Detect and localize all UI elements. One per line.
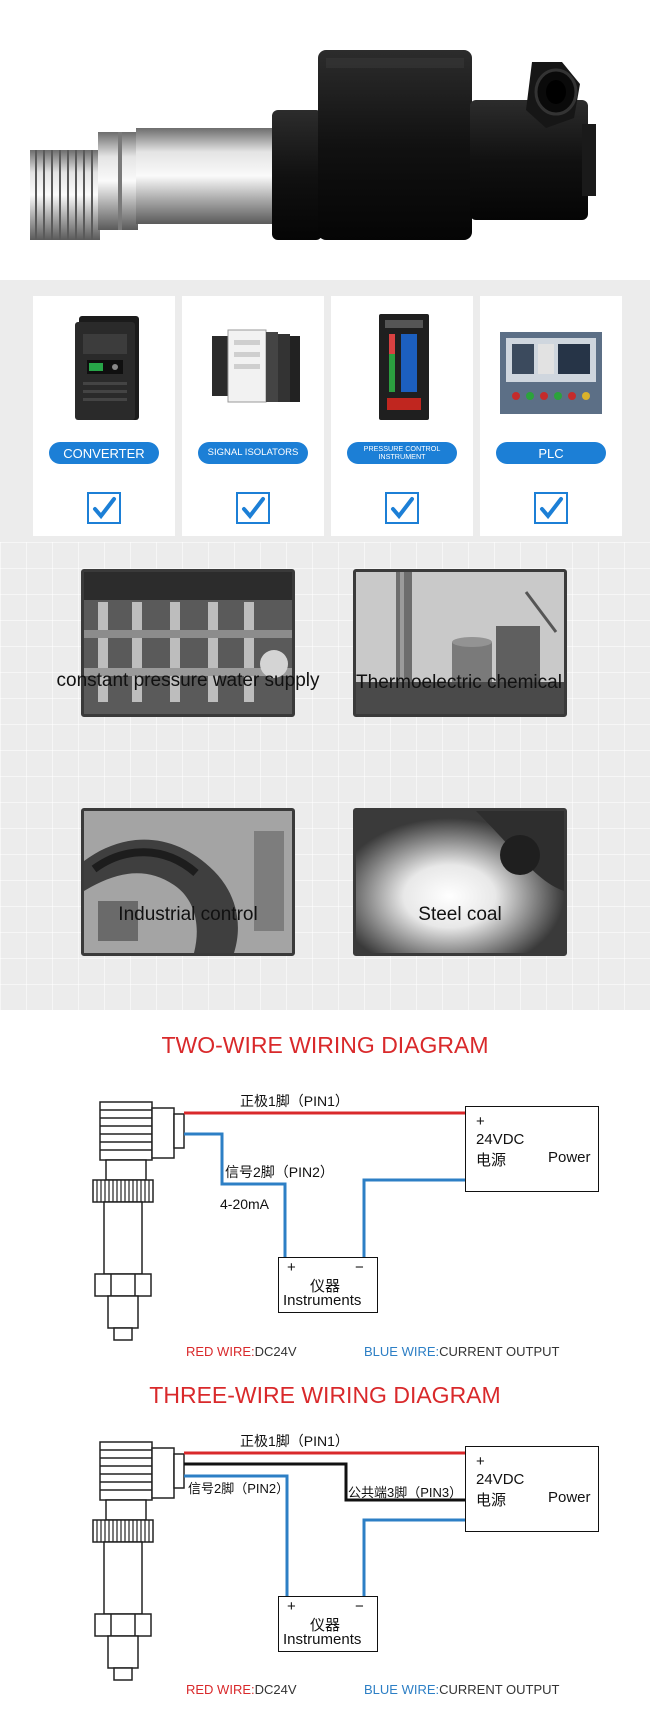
three-wire-diagram (92, 1441, 466, 1681)
industries-section: constant pressure water supply Thermoele… (0, 542, 650, 1010)
steel-coal-photo (353, 808, 567, 956)
instrument-plus: + (287, 1259, 296, 1276)
power-cn: 电源 (476, 1492, 507, 1509)
pin1-label: 正极1脚（PIN1） (240, 1093, 349, 1109)
power-cn: 电源 (476, 1152, 507, 1169)
power-en: Power (548, 1489, 591, 1506)
three-wire-title: THREE-WIRE WIRING DIAGRAM (149, 1382, 501, 1408)
pin2-label: 信号2脚（PIN2） (225, 1164, 334, 1180)
control-instrument-icon (379, 314, 429, 420)
instrument-plus: + (287, 1598, 296, 1615)
application-label: PLC (496, 442, 606, 464)
checkbox-checked-icon (385, 492, 419, 524)
inverter-device-icon (75, 316, 139, 420)
wiring-section: TWO-WIRE WIRING DIAGRAM (0, 1010, 650, 1709)
industry-caption: constant pressure water supply (56, 670, 320, 691)
application-card: CONVERTER (33, 296, 175, 536)
sensor-outline-icon (92, 1101, 185, 1341)
two-wire-diagram (92, 1101, 466, 1341)
power-box: + 24VDC 电源 Power (465, 1446, 599, 1532)
application-card: PLC (480, 296, 622, 536)
application-label: SIGNAL ISOLATORS (198, 442, 308, 464)
instrument-en: Instruments (283, 1292, 362, 1309)
instrument-en: Instruments (283, 1631, 362, 1648)
product-hero (0, 0, 650, 280)
plc-panel-icon (500, 332, 602, 414)
sensor-outline-icon (92, 1441, 185, 1681)
red-wire-legend: RED WIRE:DC24V (186, 1344, 297, 1359)
checkbox-checked-icon (534, 492, 568, 524)
checkbox-checked-icon (236, 492, 270, 524)
application-label: CONVERTER (49, 442, 159, 464)
isolator-module-icon (212, 329, 300, 403)
pin3-label: 公共端3脚（PIN3） (348, 1485, 463, 1500)
instrument-box: + − 仪器 Instruments (278, 1596, 378, 1652)
two-wire-title: TWO-WIRE WIRING DIAGRAM (161, 1032, 489, 1058)
thermoelectric-photo (353, 569, 567, 717)
power-en: Power (548, 1149, 591, 1166)
power-plus: + (476, 1113, 485, 1130)
instrument-cn: 仪器 (310, 1278, 341, 1295)
instrument-minus: − (355, 1259, 364, 1276)
power-voltage: 24VDC (476, 1131, 525, 1148)
application-card: PRESSURE CONTROL INSTRUMENT (331, 296, 473, 536)
power-plus: + (476, 1453, 485, 1470)
water-supply-photo (81, 569, 295, 717)
industry-caption: Thermoelectric chemical (356, 672, 562, 693)
signal-label: 4-20mA (220, 1196, 270, 1212)
instrument-box: + − 仪器 Instruments (278, 1257, 378, 1313)
checkbox-checked-icon (87, 492, 121, 524)
application-label: PRESSURE CONTROL INSTRUMENT (347, 442, 457, 464)
blue-wire-legend: BLUE WIRE:CURRENT OUTPUT (364, 1682, 560, 1697)
power-voltage: 24VDC (476, 1471, 525, 1488)
industry-caption: Industrial control (118, 904, 258, 925)
application-section: CONVERTER SIGNAL ISOLATORS (0, 280, 650, 542)
pressure-transmitter-image (30, 50, 596, 240)
blue-wire-legend: BLUE WIRE:CURRENT OUTPUT (364, 1344, 560, 1359)
pin2-label: 信号2脚（PIN2） (188, 1481, 290, 1496)
application-card: SIGNAL ISOLATORS (182, 296, 324, 536)
red-wire-legend: RED WIRE:DC24V (186, 1682, 297, 1697)
instrument-minus: − (355, 1598, 364, 1615)
pin1-label: 正极1脚（PIN1） (240, 1433, 349, 1449)
industry-caption: Steel coal (418, 904, 502, 925)
power-box: + 24VDC 电源 Power (465, 1106, 599, 1192)
instrument-cn: 仪器 (310, 1617, 341, 1634)
industrial-control-photo (81, 808, 295, 956)
